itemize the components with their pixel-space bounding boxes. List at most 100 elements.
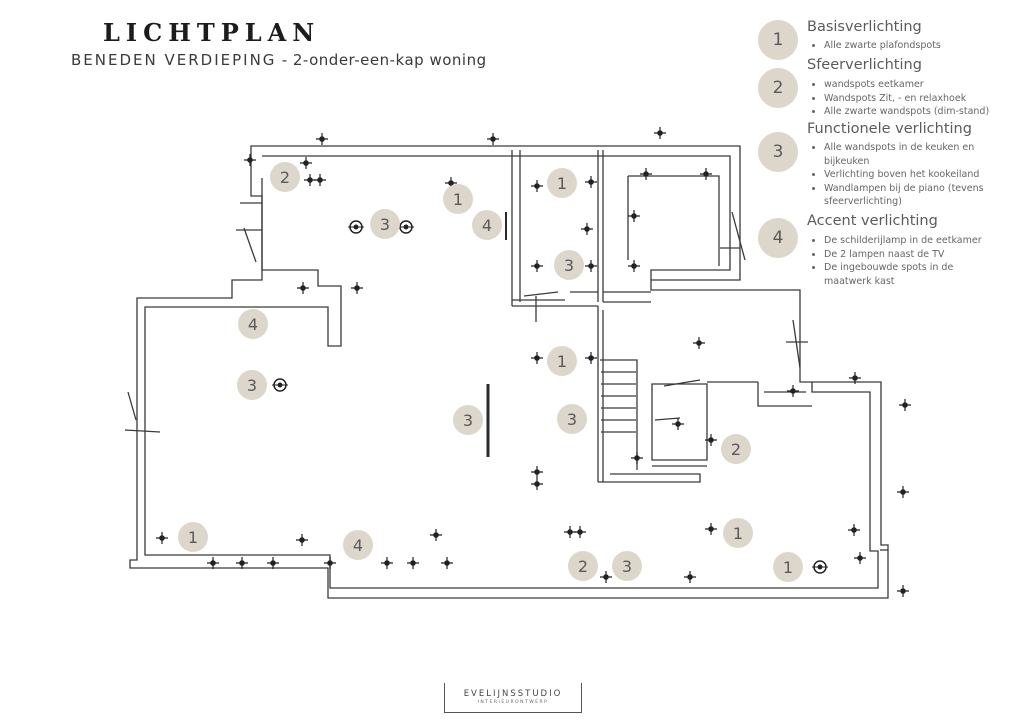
cross-spot-icon: [899, 399, 911, 411]
cross-spot-icon: [156, 532, 168, 544]
cross-spot-icon: [296, 534, 308, 546]
cross-spot-icon: [531, 466, 543, 478]
plan-marker: 4: [238, 309, 268, 339]
legend-item: Verlichting boven het kookeiland: [824, 168, 1010, 182]
cross-spot-icon: [381, 557, 393, 569]
plan-marker: 1: [547, 346, 577, 376]
legend-marker-2: 2: [758, 68, 798, 108]
legend-item: Wandspots Zit, - en relaxhoek: [824, 92, 1000, 106]
plan-marker: 2: [568, 551, 598, 581]
legend-list-3: Alle wandspots in de keuken en bijkeuken…: [808, 141, 1010, 209]
cross-spot-icon: [654, 127, 666, 139]
cross-spot-icon: [531, 478, 543, 490]
plan-marker: 3: [612, 551, 642, 581]
logo-tagline: INTERIEURONTWERP: [477, 700, 549, 705]
plan-marker: 1: [723, 518, 753, 548]
legend-item: Wandlampen bij de piano (tevens sfeerver…: [824, 182, 1010, 209]
cross-spot-icon: [531, 352, 543, 364]
cross-spot-icon: [672, 418, 684, 430]
walls: [124, 145, 889, 599]
page-title: LICHTPLAN: [103, 18, 321, 47]
cross-spot-icon: [585, 176, 597, 188]
cross-spot-icon: [705, 434, 717, 446]
plan-marker: 3: [370, 209, 400, 239]
plan-marker: 1: [178, 522, 208, 552]
logo-name: EVELIJNSSTUDIO: [463, 689, 563, 699]
cross-spot-icon: [314, 174, 326, 186]
ceiling-spots: [156, 127, 911, 597]
round-wall-lamp-icon: [348, 220, 364, 234]
subtitle-house-type: - 2-onder-een-kap woning: [281, 51, 487, 69]
plan-marker: 3: [453, 405, 483, 435]
legend-list-2: wandspots eetkamer Wandspots Zit, - en r…: [808, 78, 1000, 119]
cross-spot-icon: [531, 260, 543, 272]
plan-marker: 4: [343, 530, 373, 560]
legend-heading-3: Functionele verlichting: [807, 121, 972, 137]
cross-spot-icon: [700, 168, 712, 180]
plan-marker: 2: [270, 162, 300, 192]
cross-spot-icon: [585, 352, 597, 364]
cross-spot-icon: [297, 282, 309, 294]
wall-lamps: [272, 220, 828, 574]
plan-marker: 1: [773, 552, 803, 582]
cross-spot-icon: [441, 557, 453, 569]
legend-item: Alle wandspots in de keuken en bijkeuken: [824, 141, 1010, 168]
legend-heading-4: Accent verlichting: [807, 213, 938, 229]
cross-spot-icon: [693, 337, 705, 349]
subtitle-floor: BENEDEN VERDIEPING: [71, 51, 277, 69]
legend-marker-4: 4: [758, 218, 798, 258]
plan-marker: 1: [443, 184, 473, 214]
legend-item: Alle zwarte plafondspots: [824, 39, 1000, 53]
legend-list-1: Alle zwarte plafondspots: [808, 39, 1000, 53]
cross-spot-icon: [581, 223, 593, 235]
plan-marker: 1: [547, 168, 577, 198]
legend-item: De 2 lampen naast de TV: [824, 248, 998, 262]
cross-spot-icon: [487, 133, 499, 145]
legend-list-4: De schilderijlamp in de eetkamer De 2 la…: [808, 234, 998, 288]
cross-spot-icon: [897, 585, 909, 597]
cross-spot-icon: [585, 260, 597, 272]
round-wall-lamp-icon: [812, 560, 828, 574]
legend-item: De ingebouwde spots in de maatwerk kast: [824, 261, 998, 288]
round-wall-lamp-icon: [398, 220, 414, 234]
cross-spot-icon: [787, 385, 799, 397]
legend-item: wandspots eetkamer: [824, 78, 1000, 92]
page-subtitle: BENEDEN VERDIEPING - 2-onder-een-kap won…: [71, 51, 487, 69]
cross-spot-icon: [854, 552, 866, 564]
cross-spot-icon: [316, 133, 328, 145]
cross-spot-icon: [705, 523, 717, 535]
cross-spot-icon: [849, 372, 861, 384]
cross-spot-icon: [244, 154, 256, 166]
cross-spot-icon: [207, 557, 219, 569]
plan-marker: 2: [721, 434, 751, 464]
plan-marker: 4: [472, 210, 502, 240]
cross-spot-icon: [684, 571, 696, 583]
cross-spot-icon: [600, 571, 612, 583]
plan-marker: 3: [554, 250, 584, 280]
cross-spot-icon: [324, 557, 336, 569]
round-wall-lamp-icon: [272, 378, 288, 392]
cross-spot-icon: [531, 180, 543, 192]
cross-spot-icon: [407, 557, 419, 569]
legend-item: Alle zwarte wandspots (dim-stand): [824, 105, 1000, 119]
legend-item: De schilderijlamp in de eetkamer: [824, 234, 998, 248]
plan-marker: 3: [237, 370, 267, 400]
legend-heading-1: Basisverlichting: [807, 19, 922, 35]
cross-spot-icon: [640, 168, 652, 180]
cross-spot-icon: [848, 524, 860, 536]
cross-spot-icon: [351, 282, 363, 294]
legend-marker-1: 1: [758, 20, 798, 60]
cross-spot-icon: [267, 557, 279, 569]
cross-spot-icon: [430, 529, 442, 541]
cross-spot-icon: [300, 157, 312, 169]
cross-spot-icon: [628, 210, 640, 222]
studio-logo: EVELIJNSSTUDIO INTERIEURONTWERP: [444, 683, 582, 713]
cross-spot-icon: [897, 486, 909, 498]
legend-heading-2: Sfeerverlichting: [807, 57, 922, 73]
cross-spot-icon: [628, 260, 640, 272]
legend-marker-3: 3: [758, 132, 798, 172]
plan-marker: 3: [557, 404, 587, 434]
cross-spot-icon: [631, 452, 643, 464]
cross-spot-icon: [236, 557, 248, 569]
